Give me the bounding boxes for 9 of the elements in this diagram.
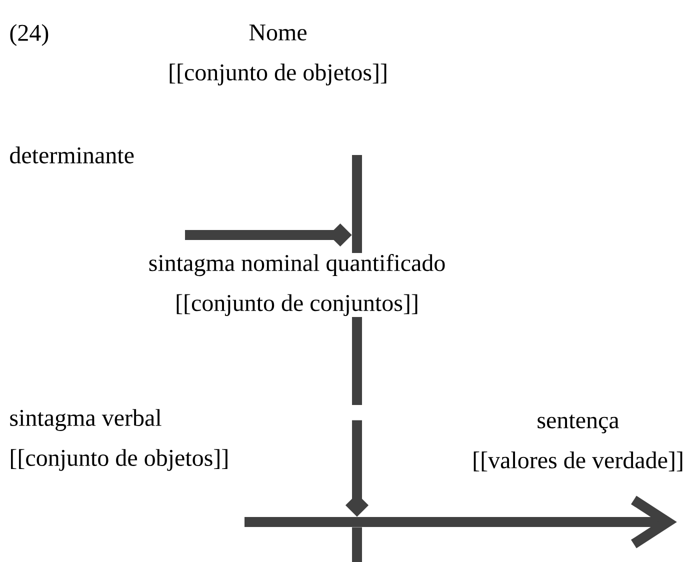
arrow (185, 223, 352, 247)
term-label: Nome [[conjunto de objetos]] (167, 24, 389, 86)
term-label: sintagma nominal quantificado [[conjunto de conjuntos]] (147, 253, 447, 317)
term-label: determinante (8, 146, 136, 164)
term-label: sentença [[valores de verdade]] (471, 414, 685, 472)
term-label: sintagma verbal [[conjunto de objetos]] (8, 408, 230, 472)
example-number: (24) (10, 24, 48, 46)
bar (244, 496, 677, 548)
arrow (345, 420, 369, 517)
